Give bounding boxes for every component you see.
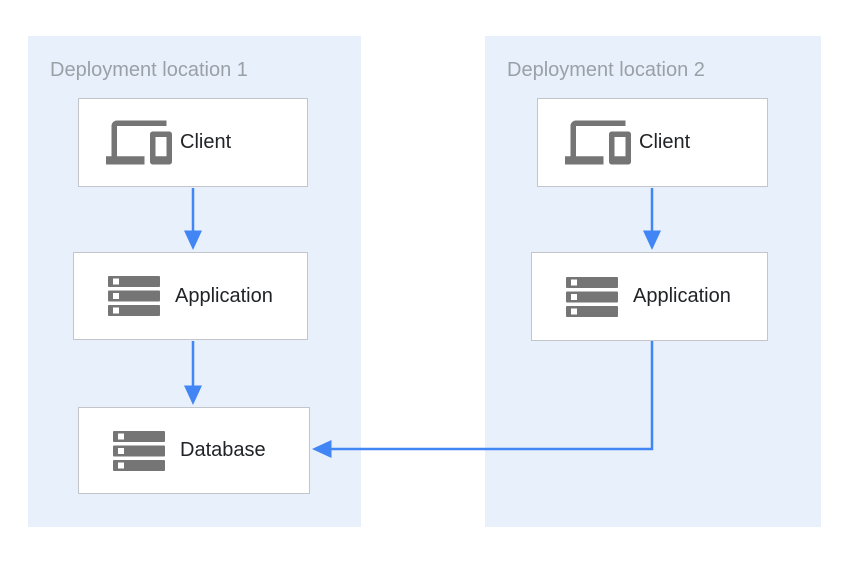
node-label: Application [633,285,731,307]
node-client-1: Client [78,98,308,187]
deployment-location-2-label: Deployment location 2 [507,59,705,81]
deployment-location-1-label: Deployment location 1 [50,59,248,81]
node-client-2: Client [537,98,768,187]
server-stack-icon [102,430,176,471]
node-label: Client [180,131,232,153]
devices-icon [102,115,176,170]
node-application-1: Application [73,252,308,340]
server-stack-icon [97,276,171,316]
server-stack-icon [555,276,629,317]
node-label: Database [180,439,266,461]
devices-icon [561,115,635,170]
node-label: Client [639,131,691,153]
node-label: Application [175,284,273,307]
node-database-1: Database [78,407,310,494]
node-application-2: Application [531,252,768,341]
